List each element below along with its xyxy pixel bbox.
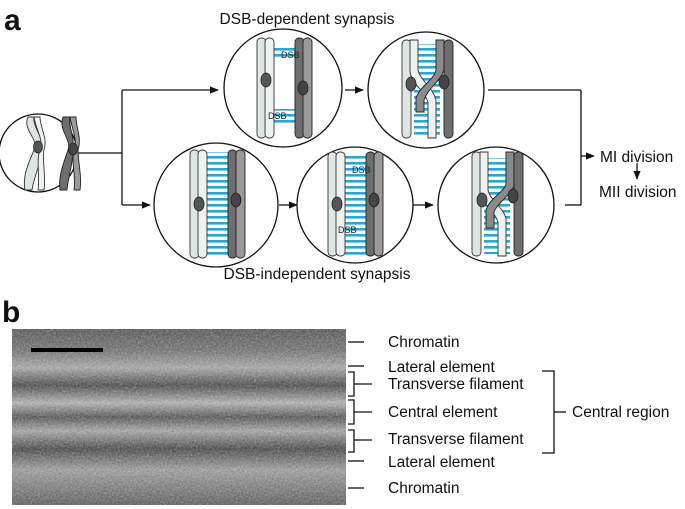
- mii-division-label: MII division: [599, 184, 677, 201]
- dsb-independent-label: DSB-independent synapsis: [224, 266, 411, 283]
- dsb-tag-3: DSB: [352, 165, 371, 175]
- label-lateral-element-top: Lateral element: [388, 359, 496, 376]
- mi-division-label: MI division: [600, 149, 673, 166]
- label-transverse-filament-top: Transverse filament: [388, 376, 524, 393]
- electron-micrograph: [12, 329, 346, 505]
- panel-letter-b: b: [2, 296, 20, 329]
- label-central-element: Central element: [388, 404, 498, 421]
- label-transverse-filament-bottom: Transverse filament: [388, 431, 524, 448]
- label-chromatin-top: Chromatin: [388, 334, 460, 351]
- stage-homologs-unpaired: [0, 113, 81, 193]
- label-central-region: Central region: [572, 404, 669, 421]
- stage-dsb-dependent-early: DSB DSB: [223, 28, 343, 148]
- dsb-tag-1: DSB: [281, 50, 300, 60]
- label-lateral-element-bottom: Lateral element: [388, 454, 496, 471]
- micrograph-brackets: [348, 341, 566, 489]
- stage-dsb-independent-crossover: [437, 146, 555, 264]
- dsb-tag-2: DSB: [268, 111, 287, 121]
- panel-letter-a: a: [4, 4, 21, 37]
- pathway-arrows: [76, 86, 641, 209]
- stage-dsb-dependent-crossover: [367, 31, 485, 149]
- dsb-dependent-label: DSB-dependent synapsis: [220, 11, 395, 28]
- label-chromatin-bottom: Chromatin: [388, 480, 460, 497]
- stage-dsb-independent-dsb: DSB DSB: [296, 146, 414, 264]
- dsb-tag-4: DSB: [338, 225, 357, 235]
- stage-dsb-independent-early: [153, 142, 279, 268]
